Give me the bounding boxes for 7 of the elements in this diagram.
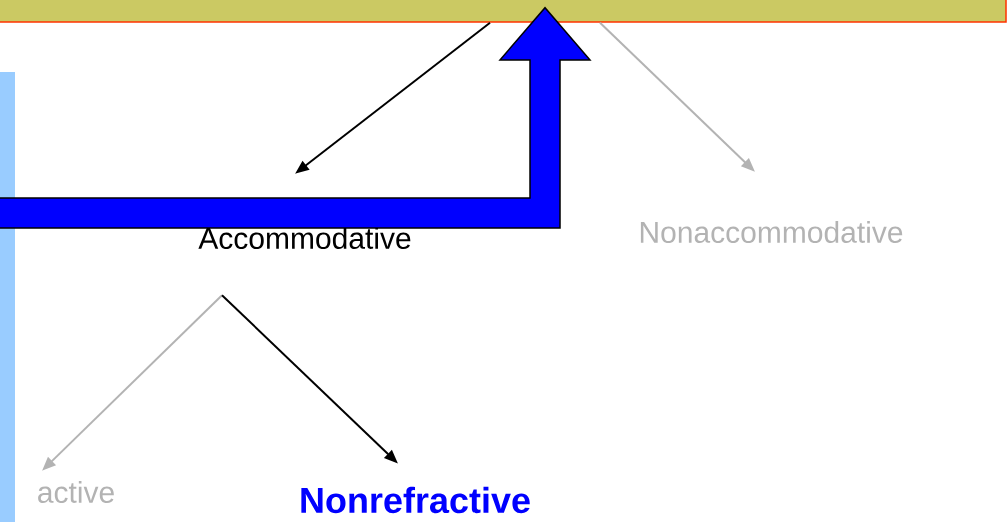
category-label: active [38,481,114,503]
category-label: Accommodative [198,227,411,249]
block-arrow [0,6,592,229]
side-bar [0,72,15,522]
title-box [0,0,1007,23]
category-label: Nonrefractive [301,486,530,514]
category-label: Nonaccommodative [640,221,903,243]
